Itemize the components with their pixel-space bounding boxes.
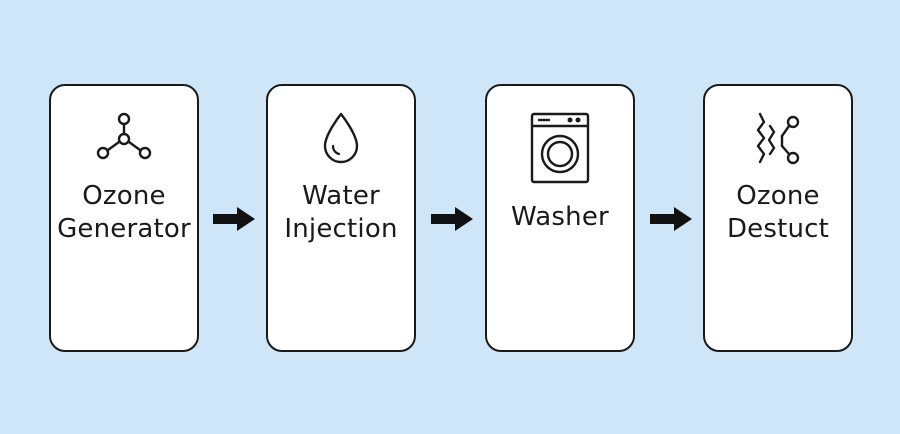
step-label-line: Washer: [511, 202, 609, 232]
step-card-ozone-destuct: Ozone Destuct: [703, 84, 853, 352]
ozone-destruct-icon: [705, 110, 851, 170]
arrow-right-icon: [211, 205, 257, 233]
step-label-line: Generator: [57, 214, 191, 244]
step-card-washer: Washer: [485, 84, 635, 352]
step-label-line: Water: [302, 181, 380, 211]
arrow-right-icon: [648, 205, 694, 233]
step-label-line: Ozone: [82, 181, 166, 211]
arrow-right-icon: [429, 205, 475, 233]
step-label-line: Ozone: [736, 181, 820, 211]
step-label: Ozone Destuct: [705, 180, 851, 246]
step-card-water-injection: Water Injection: [266, 84, 416, 352]
washing-machine-icon: [487, 112, 633, 184]
step-label-line: Destuct: [726, 214, 830, 244]
step-label: Ozone Generator: [51, 180, 197, 246]
water-drop-icon: [268, 110, 414, 166]
molecule-icon: [51, 112, 197, 164]
step-card-ozone-generator: Ozone Generator: [49, 84, 199, 352]
step-label: Water Injection: [268, 180, 414, 246]
step-label: Washer: [487, 201, 633, 234]
step-label-line: Injection: [284, 214, 398, 244]
